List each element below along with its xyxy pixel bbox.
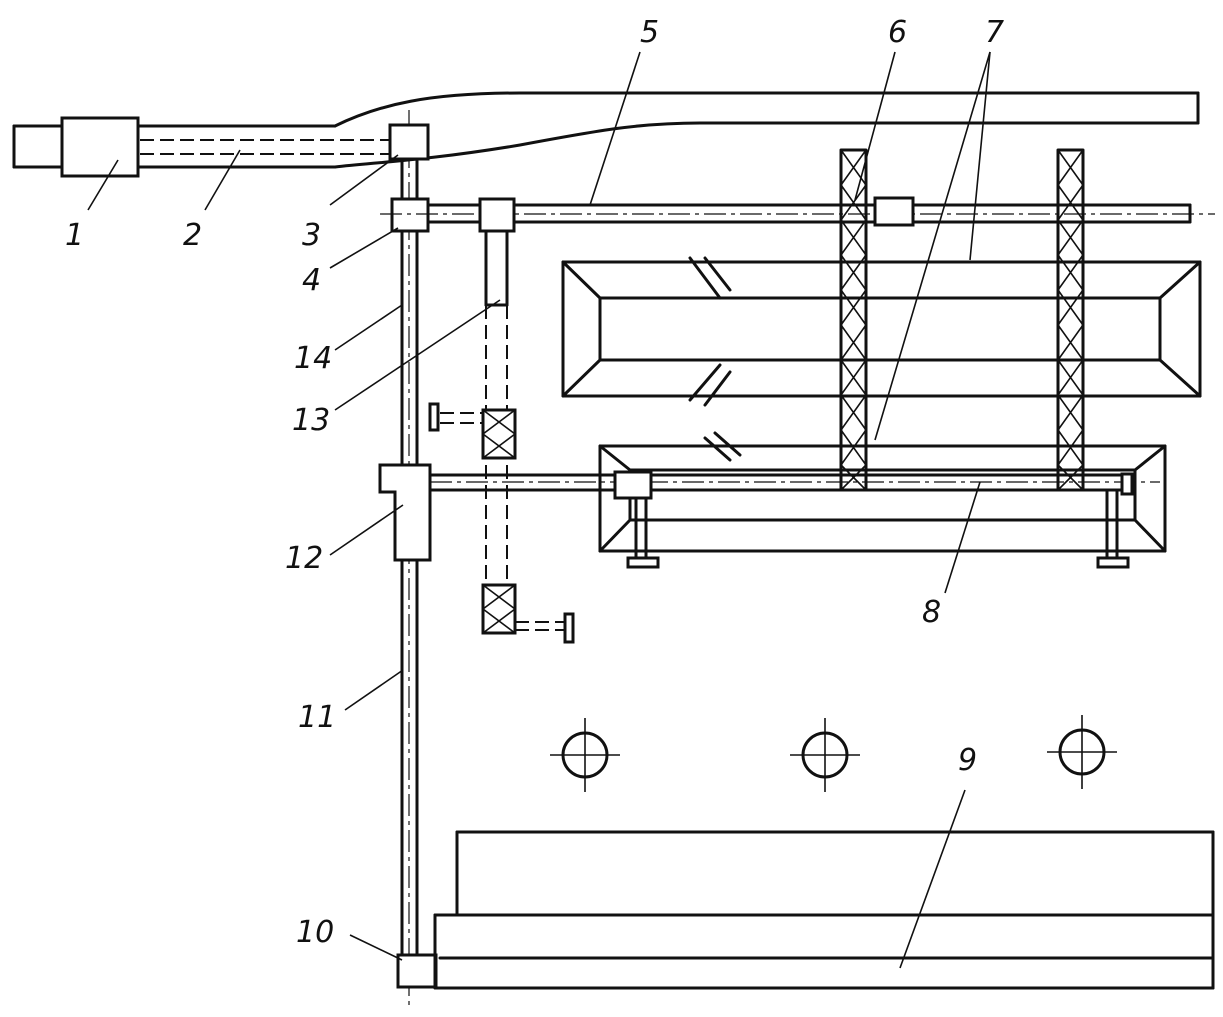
well-markers	[550, 715, 1117, 792]
label-8: 8	[922, 595, 941, 630]
label-2: 2	[183, 218, 202, 253]
label-5: 5	[640, 15, 659, 50]
valve-lower	[481, 583, 517, 635]
node-13-top	[478, 197, 516, 233]
main-conduit	[333, 91, 1200, 169]
coupling-5	[873, 196, 915, 227]
label-14: 14	[294, 341, 332, 376]
label-6: 6	[888, 15, 907, 50]
handle-upper	[428, 402, 440, 432]
coupling-1	[60, 116, 140, 178]
end-stop-8	[1120, 472, 1134, 496]
label-10: 10	[296, 915, 334, 950]
handle-lower	[563, 612, 575, 644]
label-12: 12	[285, 541, 323, 576]
leader-lines	[87, 51, 991, 969]
callout-labels: 1 2 3 4 5 6 7 8 9 10 11 12 13 14	[65, 15, 1004, 950]
coupling-8	[613, 470, 653, 500]
vertical-shaft	[378, 110, 438, 1005]
valve-upper	[481, 408, 517, 460]
label-3: 3	[302, 218, 321, 253]
label-9: 9	[958, 743, 977, 778]
label-13: 13	[292, 403, 330, 438]
shaft-5	[380, 196, 1215, 233]
inlet-pipe	[12, 116, 390, 178]
upper-block	[561, 256, 1202, 407]
lower-block	[428, 431, 1167, 569]
support-foot-right	[1096, 556, 1130, 569]
node-10	[396, 953, 438, 989]
label-7: 7	[985, 15, 1004, 50]
drive-13	[428, 229, 575, 644]
label-4: 4	[302, 263, 321, 298]
label-1: 1	[65, 218, 84, 253]
lattice-column-left	[839, 148, 868, 492]
label-11: 11	[298, 700, 336, 735]
node-4	[390, 197, 430, 233]
node-3	[388, 123, 430, 161]
foundation-9	[433, 830, 1215, 990]
lattice-column-right	[1056, 148, 1085, 492]
support-foot-left	[626, 556, 660, 569]
node-12	[378, 463, 432, 562]
